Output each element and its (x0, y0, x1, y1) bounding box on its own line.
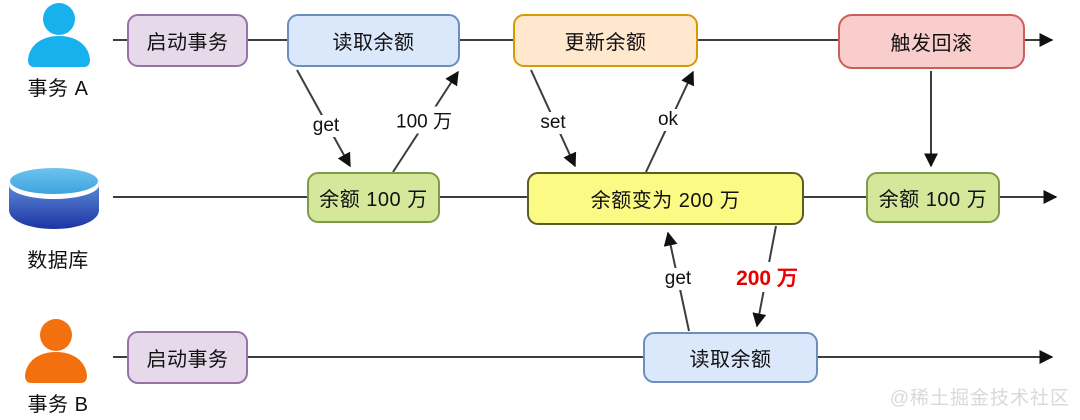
person-b-icon (21, 318, 91, 389)
actor-label-transaction-a: 事务 A (27, 78, 89, 100)
node-db-balance-100-after-rollback: 余额 100 万 (866, 172, 1000, 223)
edge-label-set: set (536, 112, 570, 134)
node-b-start-transaction: 启动事务 (127, 331, 248, 384)
edge-label-return-100: 100 万 (392, 106, 456, 134)
actor-label-transaction-b: 事务 B (27, 394, 89, 416)
edge-label-return-200-dirty-read: 200 万 (732, 262, 802, 292)
edge-label-get-b: get (660, 268, 696, 290)
node-b-read-balance: 读取余额 (643, 332, 818, 383)
node-a-trigger-rollback: 触发回滚 (838, 14, 1025, 69)
person-a-icon (24, 2, 94, 73)
edge-label-get-a: get (308, 115, 344, 137)
actor-label-database: 数据库 (27, 250, 89, 272)
node-a-update-balance: 更新余额 (513, 14, 698, 67)
watermark: @稀土掘金技术社区 (889, 388, 1070, 409)
node-db-balance-100: 余额 100 万 (307, 172, 440, 223)
node-a-start-transaction: 启动事务 (127, 14, 248, 67)
node-a-read-balance: 读取余额 (287, 14, 460, 67)
node-db-balance-becomes-200: 余额变为 200 万 (527, 172, 804, 225)
database-icon (5, 164, 103, 237)
edge-label-ok: ok (653, 109, 683, 131)
